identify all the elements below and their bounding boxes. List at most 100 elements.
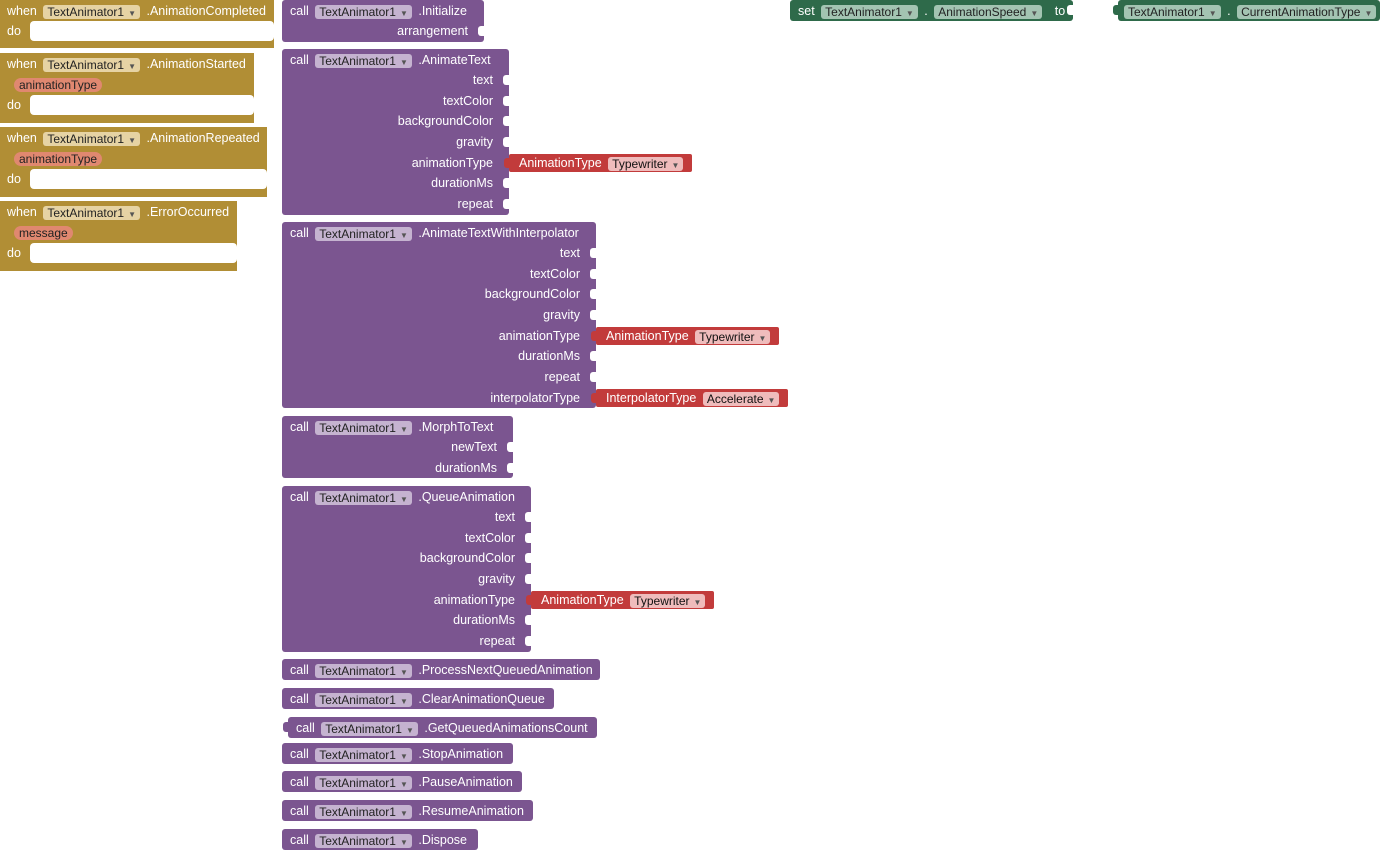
arg-label: repeat [457, 197, 493, 211]
input-socket[interactable] [590, 289, 596, 299]
do-keyword: do [7, 172, 21, 186]
event-animation-completed[interactable]: when TextAnimator1▼ .AnimationCompleted … [0, 0, 274, 48]
input-socket[interactable] [507, 463, 513, 473]
property-dropdown[interactable]: CurrentAnimationType▼ [1237, 4, 1377, 19]
property-name: AnimationSpeed [938, 4, 1027, 19]
enum-dropdown[interactable]: Typewriter▼ [630, 593, 706, 608]
chevron-down-icon: ▼ [905, 8, 914, 18]
method-name: .PauseAnimation [418, 775, 513, 789]
enum-label: InterpolatorType [606, 391, 697, 405]
do-statement-slot[interactable] [30, 95, 254, 115]
input-socket[interactable] [1067, 5, 1073, 15]
call-keyword: call [290, 53, 309, 67]
event-error-occurred[interactable]: when TextAnimator1▼ .ErrorOccurred messa… [0, 201, 237, 271]
call-keyword: call [290, 4, 309, 18]
method-stop-animation[interactable]: call TextAnimator1▼ .StopAnimation [282, 743, 513, 764]
input-socket[interactable] [503, 75, 509, 85]
event-animation-repeated[interactable]: when TextAnimator1▼ .AnimationRepeated a… [0, 127, 267, 197]
method-process-next-queued-animation[interactable]: call TextAnimator1▼ .ProcessNextQueuedAn… [282, 659, 600, 680]
animation-type-block[interactable]: AnimationType Typewriter▼ [504, 154, 693, 172]
arg-label: gravity [478, 572, 515, 586]
when-keyword: when [7, 131, 37, 145]
input-socket[interactable] [503, 116, 509, 126]
component-dropdown[interactable]: TextAnimator1▼ [1124, 4, 1221, 19]
event-param[interactable]: animationType [14, 78, 103, 92]
input-socket[interactable] [590, 351, 596, 361]
method-queue-animation[interactable]: call TextAnimator1▼ .QueueAnimation text… [282, 486, 531, 652]
interpolator-type-block[interactable]: InterpolatorType Accelerate▼ [591, 389, 789, 407]
method-clear-animation-queue[interactable]: call TextAnimator1▼ .ClearAnimationQueue [282, 688, 554, 709]
event-name: .ErrorOccurred [146, 205, 230, 219]
method-morph-to-text[interactable]: call TextAnimator1▼ .MorphToText newText… [282, 416, 513, 478]
method-get-queued-animations-count[interactable]: call TextAnimator1▼ .GetQueuedAnimations… [283, 717, 597, 738]
arg-label: animationType [498, 329, 580, 343]
input-socket[interactable] [478, 26, 484, 36]
event-param[interactable]: message [14, 226, 73, 240]
input-socket[interactable] [503, 178, 509, 188]
input-socket[interactable] [590, 310, 596, 320]
input-socket[interactable] [525, 636, 531, 646]
setter-animation-speed[interactable]: set TextAnimator1▼ . AnimationSpeed▼ to [790, 0, 1073, 21]
event-param[interactable]: animationType [14, 152, 103, 166]
component-name: TextAnimator1 [319, 804, 396, 819]
enum-dropdown[interactable]: Accelerate▼ [702, 391, 780, 406]
enum-dropdown[interactable]: Typewriter▼ [608, 156, 684, 171]
do-statement-slot[interactable] [30, 21, 274, 41]
input-socket[interactable] [525, 533, 531, 543]
component-dropdown[interactable]: TextAnimator1▼ [43, 57, 140, 72]
chevron-down-icon: ▼ [399, 751, 408, 761]
component-dropdown[interactable]: TextAnimator1▼ [315, 692, 412, 707]
component-dropdown[interactable]: TextAnimator1▼ [315, 226, 412, 241]
input-socket[interactable] [525, 512, 531, 522]
method-name: .ProcessNextQueuedAnimation [418, 663, 593, 677]
component-dropdown[interactable]: TextAnimator1▼ [43, 4, 140, 19]
input-socket[interactable] [507, 442, 513, 452]
component-name: TextAnimator1 [1128, 4, 1205, 19]
input-socket[interactable] [590, 248, 596, 258]
call-keyword: call [290, 226, 309, 240]
method-resume-animation[interactable]: call TextAnimator1▼ .ResumeAnimation [282, 800, 533, 821]
component-dropdown[interactable]: TextAnimator1▼ [315, 663, 412, 678]
output-plug [283, 722, 289, 732]
dot-separator: . [1227, 4, 1231, 18]
component-dropdown[interactable]: TextAnimator1▼ [821, 4, 918, 19]
enum-dropdown[interactable]: Typewriter▼ [695, 329, 771, 344]
input-socket[interactable] [503, 199, 509, 209]
component-dropdown[interactable]: TextAnimator1▼ [321, 721, 418, 736]
component-dropdown[interactable]: TextAnimator1▼ [43, 131, 140, 146]
method-animate-text[interactable]: call TextAnimator1▼ .AnimateText text te… [282, 49, 509, 215]
do-statement-slot[interactable] [30, 243, 237, 263]
property-dropdown[interactable]: AnimationSpeed▼ [934, 4, 1043, 19]
input-socket[interactable] [525, 615, 531, 625]
method-initialize[interactable]: call TextAnimator1▼ .Initialize arrangem… [282, 0, 484, 42]
enum-label: AnimationType [519, 156, 602, 170]
input-socket[interactable] [503, 137, 509, 147]
method-name: .Initialize [418, 4, 467, 18]
animation-type-block[interactable]: AnimationType Typewriter▼ [526, 591, 715, 609]
input-socket[interactable] [503, 96, 509, 106]
input-socket[interactable] [590, 372, 596, 382]
component-dropdown[interactable]: TextAnimator1▼ [315, 420, 412, 435]
getter-current-animation-type[interactable]: TextAnimator1▼ . CurrentAnimationType▼ [1113, 0, 1380, 21]
component-name: TextAnimator1 [825, 4, 902, 19]
method-animate-text-with-interpolator[interactable]: call TextAnimator1▼ .AnimateTextWithInte… [282, 222, 596, 408]
component-dropdown[interactable]: TextAnimator1▼ [315, 490, 412, 505]
event-animation-started[interactable]: when TextAnimator1▼ .AnimationStarted an… [0, 53, 254, 123]
component-dropdown[interactable]: TextAnimator1▼ [315, 4, 412, 19]
component-dropdown[interactable]: TextAnimator1▼ [315, 747, 412, 762]
method-dispose[interactable]: call TextAnimator1▼ .Dispose [282, 829, 478, 850]
component-dropdown[interactable]: TextAnimator1▼ [315, 804, 412, 819]
input-socket[interactable] [590, 269, 596, 279]
component-dropdown[interactable]: TextAnimator1▼ [315, 53, 412, 68]
animation-type-block[interactable]: AnimationType Typewriter▼ [591, 327, 780, 345]
input-socket[interactable] [525, 553, 531, 563]
do-statement-slot[interactable] [30, 169, 267, 189]
when-keyword: when [7, 205, 37, 219]
component-name: TextAnimator1 [319, 53, 396, 68]
component-dropdown[interactable]: TextAnimator1▼ [315, 775, 412, 790]
component-name: TextAnimator1 [319, 775, 396, 790]
component-dropdown[interactable]: TextAnimator1▼ [315, 833, 412, 848]
input-socket[interactable] [525, 574, 531, 584]
method-pause-animation[interactable]: call TextAnimator1▼ .PauseAnimation [282, 771, 522, 792]
component-dropdown[interactable]: TextAnimator1▼ [43, 205, 140, 220]
